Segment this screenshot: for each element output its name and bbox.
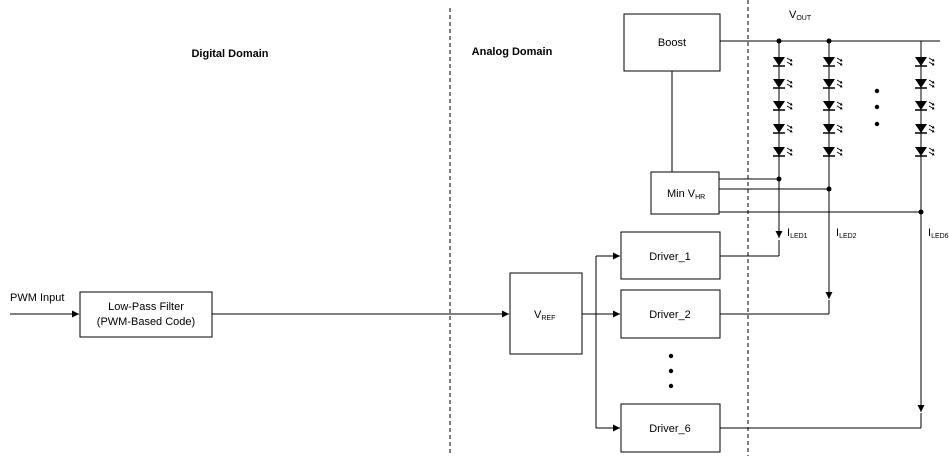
min-vhr-block [650, 171, 720, 215]
driver-2-label: Driver_2 [649, 309, 691, 321]
lpf-label-line2: (PWM-Based Code) [97, 316, 195, 328]
string-ellipsis [874, 88, 880, 127]
led-string-1 [772, 41, 793, 238]
iled2-label: ILED2 [836, 227, 857, 240]
led-icon [772, 53, 793, 71]
vref-label: VREF [534, 309, 555, 322]
led-icon [772, 143, 793, 161]
led-icon [772, 120, 793, 138]
low-pass-filter-block [79, 291, 213, 338]
driver-1-label: Driver_1 [649, 251, 691, 263]
driver-1-block [620, 231, 721, 280]
led-icon [914, 75, 935, 93]
driver-ellipsis [668, 353, 674, 389]
led-icon [772, 97, 793, 115]
led-icon [914, 97, 935, 115]
led-icon [822, 75, 843, 93]
led-icon [914, 120, 935, 138]
iled6-label: ILED6 [928, 227, 949, 240]
led-icon [914, 143, 935, 161]
led-icon [822, 143, 843, 161]
vout-label: VOUT [789, 9, 812, 22]
led-string-2 [822, 41, 843, 299]
min-vhr-label: Min VHR [667, 188, 705, 201]
led-icon [822, 120, 843, 138]
digital-domain-label: Digital Domain [191, 48, 268, 60]
led-icon [914, 53, 935, 71]
boost-block [623, 13, 721, 72]
led-icon [772, 75, 793, 93]
iled1-label: ILED1 [787, 227, 808, 240]
led-icon [822, 53, 843, 71]
boost-label: Boost [658, 37, 686, 49]
pwm-input-label: PWM Input [10, 292, 64, 304]
lpf-label-line1: Low-Pass Filter [108, 301, 184, 313]
vref-block [509, 272, 583, 355]
led-icon [822, 97, 843, 115]
analog-domain-label: Analog Domain [472, 46, 553, 58]
driver-6-label: Driver_6 [649, 423, 691, 435]
led-string-6 [914, 41, 935, 412]
driver-2-block [620, 289, 721, 339]
